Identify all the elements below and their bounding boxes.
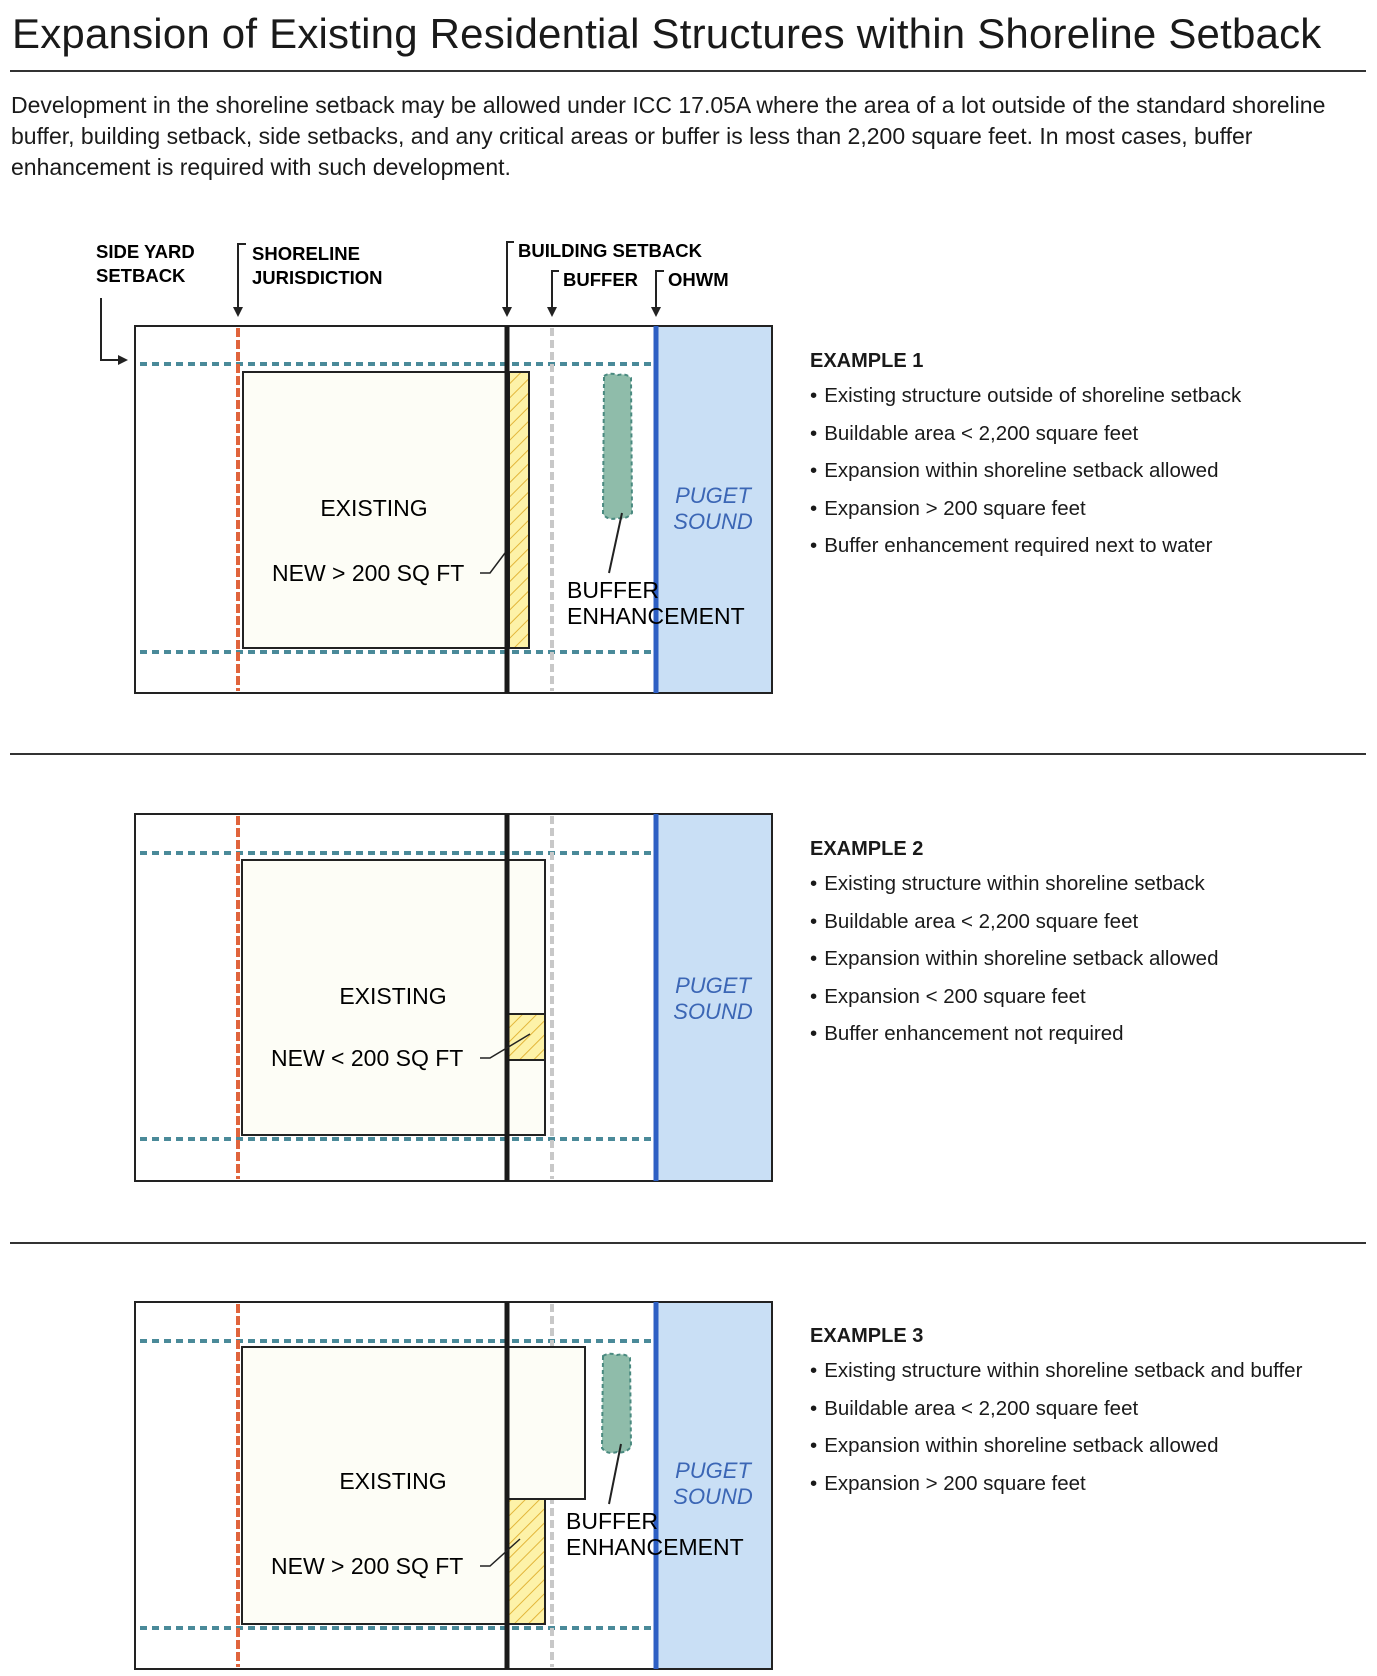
- buffer-enhancement-label-line2: ENHANCEMENT: [567, 603, 745, 629]
- new-expansion-label: NEW > 200 SQ FT: [271, 1553, 463, 1579]
- list-item: Expansion within shoreline setback allow…: [810, 1433, 1370, 1458]
- section-divider: [10, 1242, 1366, 1244]
- new-expansion-label: NEW < 200 SQ FT: [271, 1045, 463, 1071]
- water-label-line1: PUGET: [675, 1458, 752, 1483]
- title-divider: [10, 70, 1366, 72]
- water-label-line2: SOUND: [673, 1484, 753, 1509]
- new-expansion-label: NEW > 200 SQ FT: [272, 560, 464, 586]
- list-item: Expansion within shoreline setback allow…: [810, 458, 1370, 483]
- building-setback-label: BUILDING SETBACK: [518, 240, 703, 261]
- side-yard-label-line2: SETBACK: [96, 265, 186, 286]
- intro-paragraph: Development in the shoreline setback may…: [11, 92, 1326, 180]
- existing-structure: [242, 371, 507, 649]
- ohwm-label: OHWM: [668, 269, 729, 290]
- existing-label: EXISTING: [320, 495, 427, 521]
- list-item: Expansion > 200 square feet: [810, 1471, 1370, 1496]
- list-item: Buildable area < 2,200 square feet: [810, 1396, 1370, 1421]
- example-2-notes: EXAMPLE 2 Existing structure within shor…: [810, 838, 1370, 1059]
- water-area: [656, 1302, 772, 1669]
- list-item: Expansion > 200 square feet: [810, 496, 1370, 521]
- new-expansion-area: [508, 371, 530, 649]
- list-item: Buffer enhancement not required: [810, 1021, 1370, 1046]
- example-3-title: EXAMPLE 3: [810, 1325, 924, 1347]
- vegetation-buffer: [601, 372, 634, 520]
- list-item: Expansion within shoreline setback allow…: [810, 946, 1370, 971]
- example-1-bullets: Existing structure outside of shoreline …: [810, 383, 1370, 558]
- water-label-line2: SOUND: [673, 509, 753, 534]
- example-2-diagram: EXISTING NEW < 200 SQ FT PUGET SOUND: [0, 716, 780, 1186]
- existing-structure: [241, 859, 546, 1136]
- example-3-notes: EXAMPLE 3 Existing structure within shor…: [810, 1325, 1370, 1508]
- water-area: [656, 814, 772, 1181]
- example-1-diagram: SIDE YARD SETBACK SHORELINE JURISDICTION…: [0, 228, 780, 698]
- list-item: Existing structure within shoreline setb…: [810, 1358, 1370, 1383]
- existing-label: EXISTING: [339, 1468, 446, 1494]
- example-3-diagram: EXISTING NEW > 200 SQ FT BUFFER ENHANCEM…: [0, 1204, 780, 1674]
- new-expansion-area: [507, 1498, 546, 1625]
- list-item: Buildable area < 2,200 square feet: [810, 909, 1370, 934]
- water-label-line1: PUGET: [675, 973, 752, 998]
- example-1-title: EXAMPLE 1: [810, 350, 924, 372]
- side-yard-label-line1: SIDE YARD: [96, 241, 195, 262]
- existing-label: EXISTING: [339, 983, 446, 1009]
- page-title: Expansion of Existing Residential Struct…: [12, 10, 1322, 57]
- list-item: Buildable area < 2,200 square feet: [810, 421, 1370, 446]
- water-area: [656, 326, 772, 693]
- shoreline-jurisdiction-label-line1: SHORELINE: [252, 243, 360, 264]
- example-2-title: EXAMPLE 2: [810, 838, 924, 860]
- list-item: Expansion < 200 square feet: [810, 984, 1370, 1009]
- example-1-notes: EXAMPLE 1 Existing structure outside of …: [810, 350, 1370, 571]
- list-item: Buffer enhancement required next to wate…: [810, 533, 1370, 558]
- example-3-bullets: Existing structure within shoreline setb…: [810, 1358, 1370, 1496]
- water-label-line1: PUGET: [675, 483, 752, 508]
- section-divider: [10, 753, 1366, 755]
- buffer-label: BUFFER: [563, 269, 638, 290]
- vegetation-buffer: [600, 1352, 633, 1454]
- shoreline-jurisdiction-label-line2: JURISDICTION: [252, 267, 383, 288]
- buffer-enhancement-label-line1: BUFFER: [567, 577, 659, 603]
- list-item: Existing structure outside of shoreline …: [810, 383, 1370, 408]
- buffer-enhancement-label-line1: BUFFER: [566, 1508, 658, 1534]
- example-2-bullets: Existing structure within shoreline setb…: [810, 871, 1370, 1046]
- water-label-line2: SOUND: [673, 999, 753, 1024]
- buffer-enhancement-label-line2: ENHANCEMENT: [566, 1534, 744, 1560]
- list-item: Existing structure within shoreline setb…: [810, 871, 1370, 896]
- new-expansion-area: [507, 1013, 546, 1061]
